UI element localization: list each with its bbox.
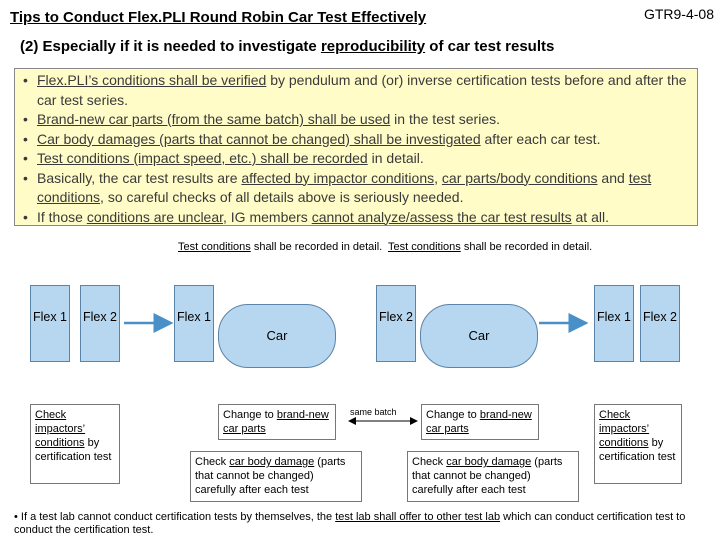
car-box-1: Car <box>218 304 336 368</box>
flex-1-box-middle: Flex 1 <box>174 285 214 362</box>
check-impactor-box-left: Check impactors’ conditions by certifica… <box>30 404 120 484</box>
check-impactor-box-right: Check impactors’ conditions by certifica… <box>594 404 682 484</box>
subtitle-text-end: of car test results <box>425 38 555 55</box>
document-code: GTR9-4-08 <box>643 6 714 22</box>
subtitle-underlined: reproducibility <box>320 38 426 55</box>
flex-1-box-left: Flex 1 <box>30 285 70 362</box>
change-parts-box-1: Change to brand-new car parts <box>218 404 336 440</box>
flex-2-box-right: Flex 2 <box>640 285 680 362</box>
bullet-3: Car body damages (parts that cannot be c… <box>23 130 691 150</box>
subtitle-text: (2) Especially if it is needed to invest… <box>20 38 321 55</box>
note-test-conditions-1: Test conditions shall be recorded in det… <box>178 241 383 253</box>
bullet-1: Flex.PLI’s conditions shall be verified … <box>23 71 691 110</box>
change-parts-box-2: Change to brand-new car parts <box>421 404 539 440</box>
bullet-2: Brand-new car parts (from the same batch… <box>23 110 691 130</box>
bullet-panel: Flex.PLI’s conditions shall be verified … <box>14 68 698 228</box>
bullet-5: Basically, the car test results are affe… <box>23 169 691 208</box>
page-title: Tips to Conduct Flex.PLI Round Robin Car… <box>10 9 427 26</box>
section-subtitle: (2) Especially if it is needed to invest… <box>20 38 554 55</box>
footnote: • If a test lab cannot conduct certifica… <box>14 511 686 536</box>
car-damage-box-2: Check car body damage (parts that cannot… <box>407 451 579 502</box>
note-test-conditions-2: Test conditions shall be recorded in det… <box>388 241 593 253</box>
car-box-2: Car <box>420 304 538 368</box>
flex-2-box-middle: Flex 2 <box>376 285 416 362</box>
same-batch-label: same batch <box>350 407 397 417</box>
flex-2-box-left: Flex 2 <box>80 285 120 362</box>
flex-1-box-right: Flex 1 <box>594 285 634 362</box>
bullet-4: Test conditions (impact speed, etc.) sha… <box>23 149 691 169</box>
car-damage-box-1: Check car body damage (parts that cannot… <box>190 451 362 502</box>
bullet-6: If those conditions are unclear, IG memb… <box>23 208 691 228</box>
